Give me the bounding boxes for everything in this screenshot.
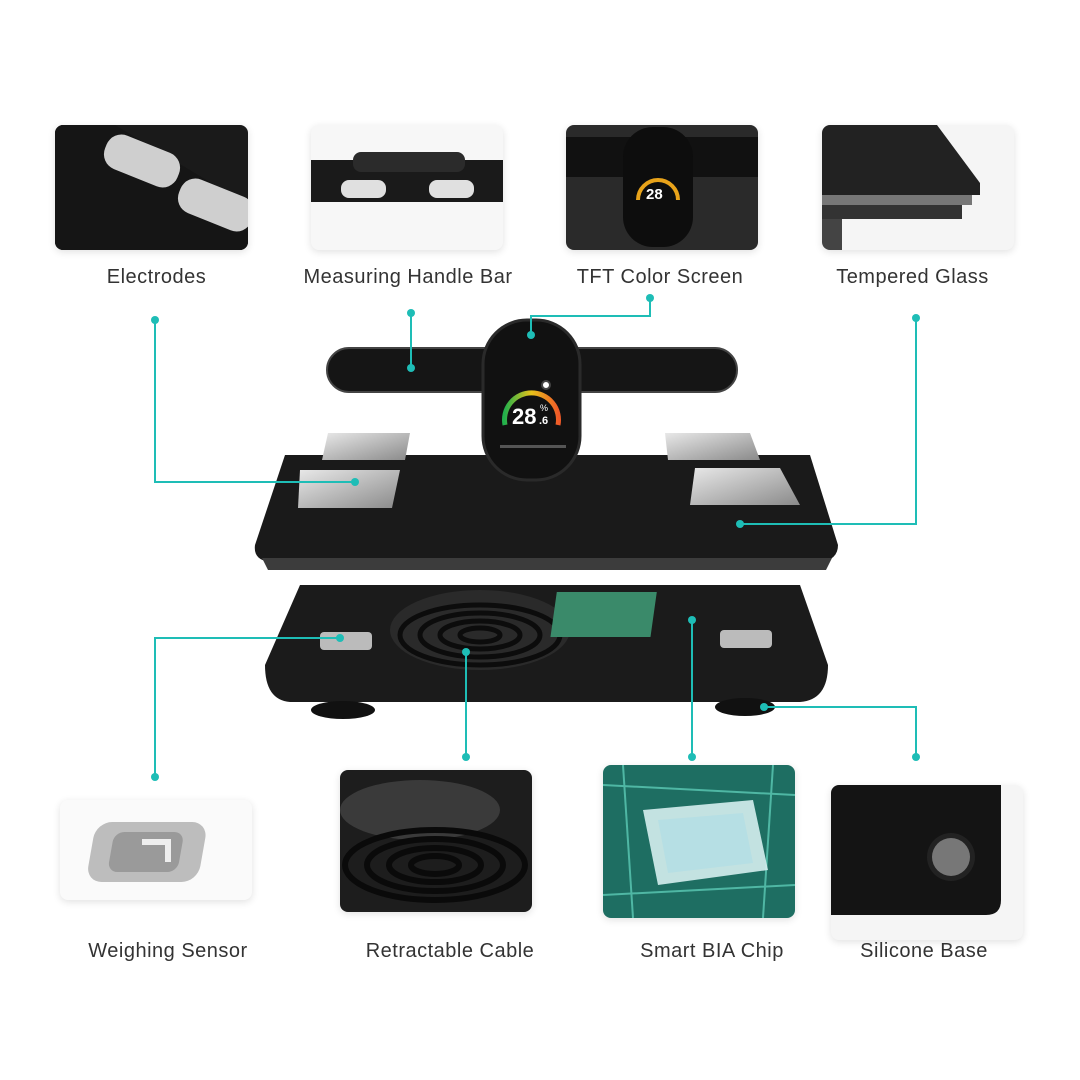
silicone-base-thumbnail [831,785,1023,940]
leader-dots [151,294,920,781]
electrode-pads-icon [55,125,248,250]
electrodes-label: Electrodes [106,266,207,288]
color-screen-icon: 28 [566,125,758,250]
tempered-glass-thumbnail [822,125,1014,250]
screen-value: 28 [512,404,536,429]
weighing-sensor-thumbnail [60,800,252,900]
electrodes-thumbnail [55,125,248,250]
retractable-cable-label: Retractable Cable [365,940,535,962]
retractable-cable-thumbnail [340,770,532,912]
leader-lines [154,298,917,777]
screen-decimal: .6 [539,415,548,427]
circuit-chip-icon [603,765,795,918]
screen-unit: % [540,403,548,413]
svg-text:28: 28 [646,186,663,203]
load-cell-icon [88,822,206,882]
bia-chip-label: Smart BIA Chip [640,940,784,962]
tempered-glass-top [254,433,838,570]
tft-screen-label: TFT Color Screen [576,266,744,288]
glass-edge-icon [822,125,980,250]
handle-bar-icon [311,152,503,202]
cable-reel-icon [340,770,532,912]
handle-bar-label: Measuring Handle Bar [303,266,513,288]
tft-screen: 28 % .6 [481,318,582,482]
silicone-base-label: Silicone Base [860,940,988,962]
tft-screen-thumbnail: 28 [566,125,758,250]
tempered-glass-label: Tempered Glass [836,266,989,288]
rubber-foot-icon [831,785,1001,915]
bia-chip-thumbnail [603,765,795,918]
scale-base-housing [265,585,828,719]
weighing-sensor-label: Weighing Sensor [88,940,248,962]
handle-bar-thumbnail [311,125,503,250]
